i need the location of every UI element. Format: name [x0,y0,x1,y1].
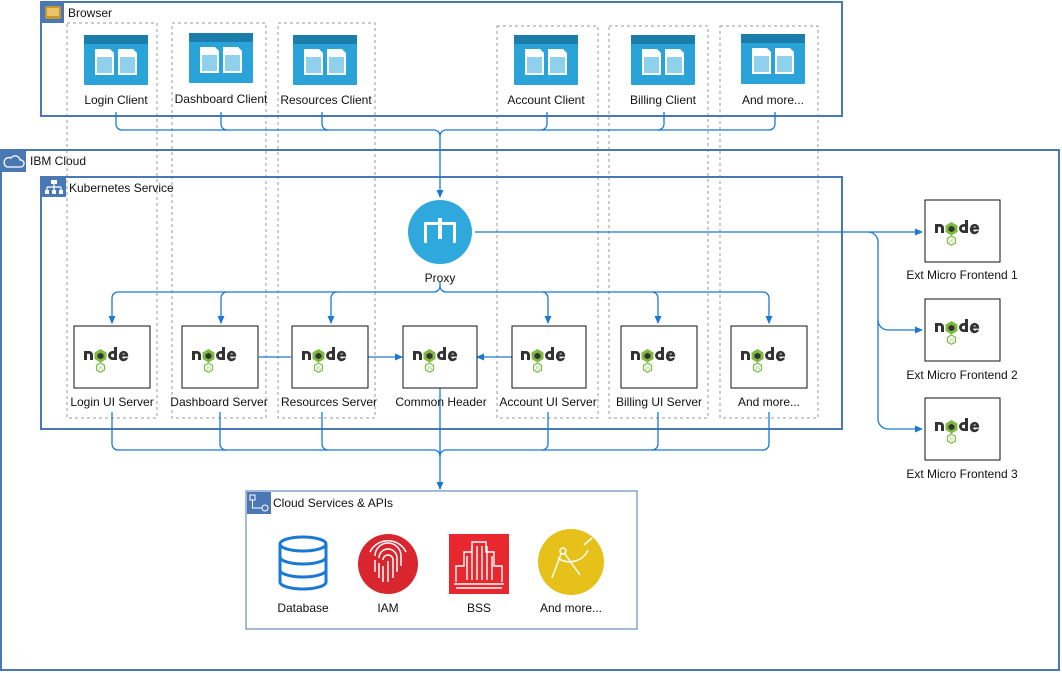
kubernetes-title: Kubernetes Service [69,181,174,195]
iam-label: IAM [377,601,399,615]
proxy-label: Proxy [424,271,456,285]
external-frontend-boxes [924,199,1001,461]
dashboard-client-icon [189,33,253,83]
fingerprint-icon [358,534,418,594]
login-client-icon [84,35,148,85]
account-client-icon [514,35,578,85]
browser-window-icon [42,3,64,23]
server-box-billing [620,325,698,389]
database-label: Database [277,601,329,615]
ext-frontend-2-label: Ext Micro Frontend 2 [906,368,1018,382]
server-box-resources [291,325,369,389]
proxy-to-external-connectors [475,228,923,433]
resources-client-label: Resources Client [280,93,372,107]
resources-server-label: Resources Server [280,395,378,409]
server-boxes [73,325,808,389]
proxy-icon [408,200,472,264]
ibm-cloud-container [0,149,1060,671]
building-icon [449,534,509,594]
services-container [245,490,638,630]
ext-frontend-1-label: Ext Micro Frontend 1 [906,268,1018,282]
login-client-label: Login Client [84,93,148,107]
dashboard-client-label: Dashboard Client [174,92,268,106]
billing-client-label: Billing Client [629,93,697,107]
server-box-dashboard [181,325,259,389]
login-server-label: Login UI Server [70,395,154,409]
column-resources [277,22,376,419]
services-title: Cloud Services & APIs [273,496,394,510]
dashboard-server-label: Dashboard Server [170,395,268,409]
compass-icon [538,529,604,595]
server-box-common-header [402,325,478,389]
more-client-label: And more... [741,93,805,107]
ext-frontend-3-label: Ext Micro Frontend 3 [906,467,1018,481]
proxy-to-server-connectors [108,282,773,324]
more-services-label: And more... [539,601,603,615]
billing-server-label: Billing UI Server [615,395,703,409]
column-dashboard [171,22,267,419]
browser-container [40,1,843,117]
server-box-more [730,325,808,389]
client-to-proxy-connectors [115,112,776,198]
external-frontend-box-1 [924,199,1001,263]
resources-client-icon [293,35,357,85]
api-icon [247,492,271,514]
ibm-cloud-title: IBM Cloud [30,154,87,168]
bss-label: BSS [466,601,492,615]
column-more [719,25,819,419]
client-icons [84,33,805,85]
server-to-services-connectors [111,387,770,490]
cloud-icon [2,151,26,172]
common-header-label: Common Header [395,395,487,409]
server-box-account [511,325,587,389]
account-server-label: Account UI Server [499,395,597,409]
browser-title: Browser [68,6,113,20]
external-frontend-box-2 [924,298,1001,362]
network-tree-icon [42,178,66,197]
external-frontend-box-3 [924,397,1001,461]
billing-client-icon [631,35,695,85]
more-server-label: And more... [737,395,801,409]
more-client-icon [741,34,805,84]
kubernetes-container [40,176,843,430]
account-client-label: Account Client [507,93,585,107]
column-account [496,25,599,419]
database-icon [278,535,328,591]
server-box-login [73,325,151,389]
